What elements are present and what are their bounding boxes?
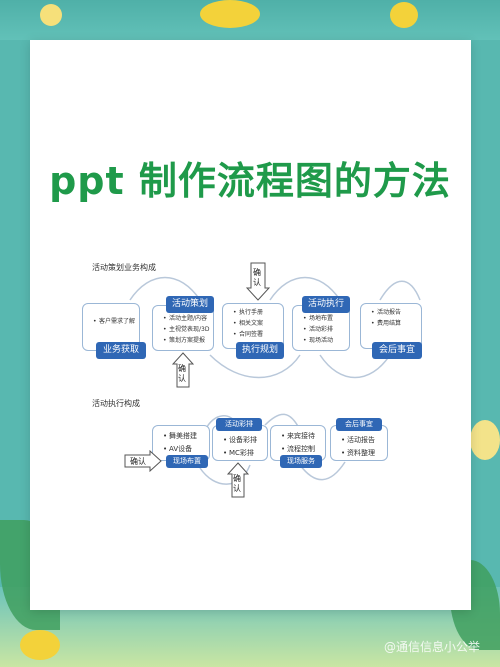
tag-execution-planning: 执行规划 xyxy=(236,342,284,359)
box-item: 执行手册 xyxy=(233,307,283,318)
watermark: @通信信息小公举 xyxy=(383,640,480,654)
confirm-top-label: 确认 xyxy=(253,268,261,287)
confirm-down-arrow-icon xyxy=(246,262,270,301)
confirm-right-arrow-icon xyxy=(124,450,162,472)
box-item: 现场活动 xyxy=(303,335,349,346)
box-item: 活动主题/内容 xyxy=(163,313,213,324)
tag-event-execution: 活动执行 xyxy=(302,296,350,313)
tag-event-planning: 活动策划 xyxy=(166,296,214,313)
flower-decoration xyxy=(390,2,418,28)
box-item: 客户需求了解 xyxy=(93,316,139,327)
box-item: 来宾接待 xyxy=(281,430,325,443)
box-item: 设备彩排 xyxy=(223,434,267,447)
box-item: AV设备 xyxy=(163,443,209,456)
confirm-bottom-label: 确认 xyxy=(178,364,186,383)
box-item: 资料整理 xyxy=(341,447,387,460)
box-item: MC彩排 xyxy=(223,447,267,460)
confirm-left-label: 确认 xyxy=(130,457,146,466)
box-item: 合同签署 xyxy=(233,329,283,340)
box-item: 活动报告 xyxy=(341,434,387,447)
section1-box-5: 活动报告 费用结算 xyxy=(360,303,422,349)
tag-business-acquire: 业务获取 xyxy=(96,342,146,359)
page-title: ppt 制作流程图的方法 xyxy=(49,159,451,203)
section1-label: 活动策划业务构成 xyxy=(92,263,156,272)
box-item: 舞美搭建 xyxy=(163,430,209,443)
section2-box-4: 活动报告 资料整理 xyxy=(330,425,388,461)
confirm-bottom-2-label: 确认 xyxy=(233,474,241,493)
box-item: 策划方案提报 xyxy=(163,335,213,346)
confirm-up-arrow-2-icon xyxy=(227,462,249,498)
box-item: 主视觉表现/3D xyxy=(163,324,213,335)
section2-box-2: 设备彩排 MC彩排 xyxy=(212,425,268,461)
flower-decoration xyxy=(470,420,500,460)
tag-post-event-2: 会后事宜 xyxy=(336,418,382,431)
tag-onsite-service: 现场服务 xyxy=(280,455,322,468)
box-item: 活动彩排 xyxy=(303,324,349,335)
confirm-up-arrow-icon xyxy=(172,352,194,388)
flower-decoration xyxy=(40,4,62,26)
box-item: 费用结算 xyxy=(371,318,421,329)
tag-rehearsal: 活动彩排 xyxy=(216,418,262,431)
section2-label: 活动执行构成 xyxy=(92,399,140,408)
tag-post-event: 会后事宜 xyxy=(372,342,422,359)
box-item: 流程控制 xyxy=(281,443,325,456)
box-item: 活动报告 xyxy=(371,307,421,318)
flower-decoration xyxy=(20,630,60,660)
box-item: 相关文案 xyxy=(233,318,283,329)
tag-site-setup: 现场布置 xyxy=(166,455,208,468)
flower-decoration xyxy=(200,0,260,28)
box-item: 场地布置 xyxy=(303,313,349,324)
